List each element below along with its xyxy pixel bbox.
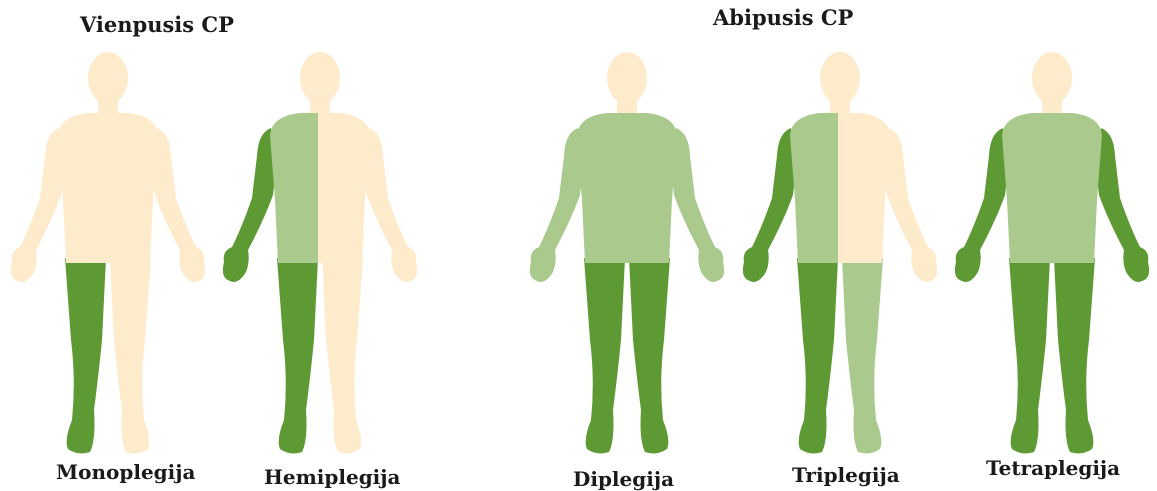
body-right-torso [1050, 113, 1102, 263]
body-right-leg [110, 258, 151, 453]
body-right-torso [106, 113, 158, 263]
body-left-torso [270, 113, 318, 263]
figure-hemiplegia [223, 52, 417, 453]
caption-diplegia: Diplegija [573, 469, 674, 489]
caption-monoplegia: Monoplegija [56, 462, 195, 482]
body-right-arm [363, 128, 417, 282]
body-head [300, 52, 340, 104]
body-head [607, 52, 647, 104]
body-right-arm [883, 128, 937, 282]
body-left-torso [790, 113, 838, 263]
body-left-leg [797, 258, 838, 453]
body-head [820, 52, 860, 104]
body-right-arm [151, 128, 205, 282]
body-head [88, 52, 128, 104]
body-left-arm [11, 128, 65, 282]
body-left-leg [584, 258, 625, 453]
body-right-torso [625, 113, 677, 263]
caption-tetraplegia: Tetraplegija [986, 458, 1120, 478]
body-left-arm [223, 128, 277, 282]
body-right-leg [842, 258, 883, 453]
body-left-leg [277, 258, 318, 453]
body-right-arm [1095, 128, 1149, 282]
body-left-arm [955, 128, 1009, 282]
body-left-leg [1009, 258, 1050, 453]
body-left-arm [530, 128, 584, 282]
body-right-torso [318, 113, 370, 263]
body-right-leg [1054, 258, 1095, 453]
body-head [1032, 52, 1072, 104]
caption-hemiplegia: Hemiplegija [264, 467, 400, 487]
body-left-torso [1002, 113, 1050, 263]
body-left-torso [577, 113, 625, 263]
body-right-arm [670, 128, 724, 282]
body-right-leg [629, 258, 670, 453]
figure-diplegia [530, 52, 724, 453]
body-left-torso [58, 113, 106, 263]
body-right-leg [322, 258, 363, 453]
figure-tetraplegia [955, 52, 1149, 453]
figure-triplegia [743, 52, 937, 453]
caption-triplegia: Triplegija [792, 465, 900, 485]
body-left-leg [65, 258, 106, 453]
figure-monoplegia [11, 52, 205, 453]
body-left-arm [743, 128, 797, 282]
body-right-torso [838, 113, 890, 263]
